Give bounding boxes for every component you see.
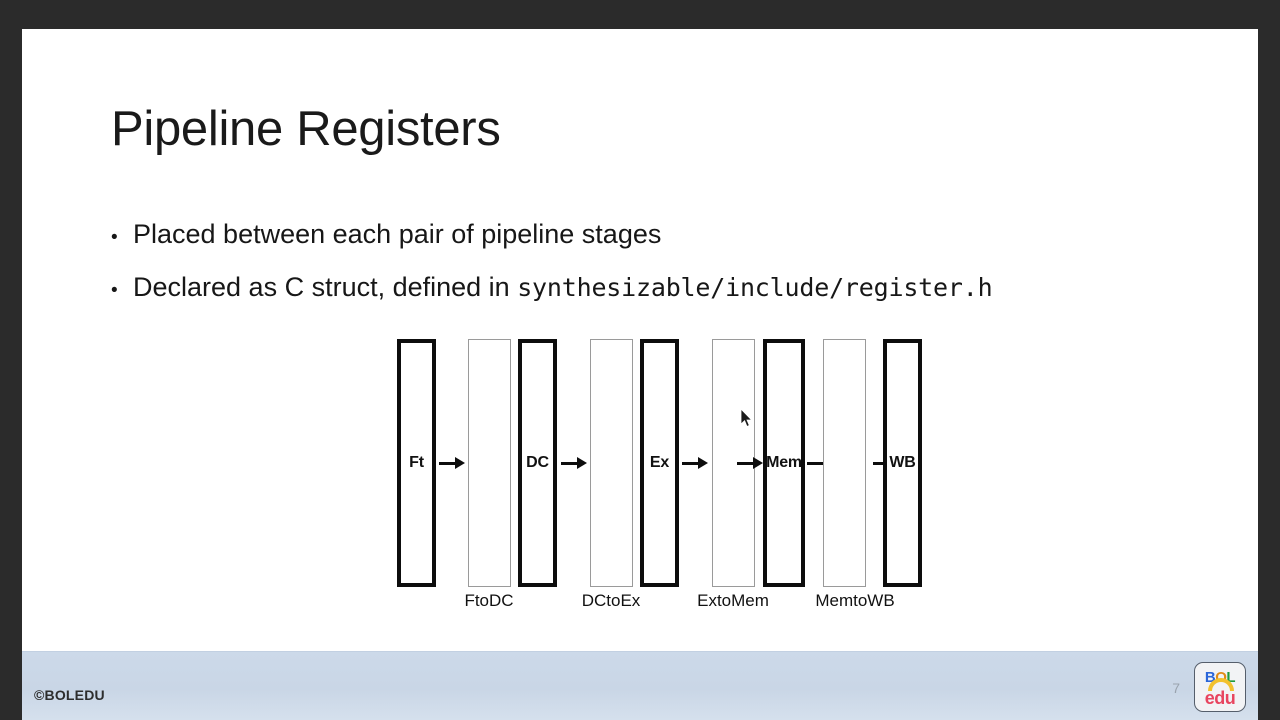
pipeline-boxes-row: Ft DC — [375, 339, 922, 610]
code-path: synthesizable/include/register.h — [517, 273, 993, 303]
arrow-icon — [561, 456, 587, 470]
copyright-text: ©BOLEDU — [34, 687, 105, 703]
stage-box-dc: DC — [518, 339, 557, 587]
logo-letter-b: B — [1204, 669, 1216, 686]
logo-letter-l: L — [1226, 669, 1236, 686]
logo-top-text: BOL — [1195, 667, 1245, 691]
bullet-item-2: • Declared as C struct, defined in synth… — [111, 272, 1211, 303]
stage-label: WB — [889, 454, 916, 471]
register-box-ftodc — [468, 339, 511, 587]
arrow-head — [577, 457, 587, 469]
arrow-shaft — [873, 462, 891, 465]
arrow-head — [698, 457, 708, 469]
slide-canvas: Pipeline Registers • Placed between each… — [22, 29, 1258, 720]
arrow-head — [455, 457, 465, 469]
bullet-item-1: • Placed between each pair of pipeline s… — [111, 219, 1211, 250]
arrow-icon — [737, 456, 763, 470]
logo-arc-icon — [1208, 678, 1234, 691]
stage-label: Mem — [766, 454, 802, 471]
page-number: 7 — [1172, 680, 1180, 696]
bullet-text: Declared as C struct, defined in synthes… — [133, 272, 1211, 303]
arrow-shaft — [737, 462, 755, 465]
register-caption: FtoDC — [464, 591, 514, 610]
page-title: Pipeline Registers — [111, 102, 501, 156]
arrow-shaft — [807, 462, 825, 465]
slide-footer-band: ©BOLEDU 7 BOL edu — [22, 651, 1258, 720]
register-box-memtowb — [823, 339, 866, 587]
arrow-head — [753, 457, 763, 469]
stage-box-ft: Ft — [397, 339, 436, 587]
stage-label: Ex — [649, 454, 670, 471]
bullet-marker-icon: • — [111, 227, 118, 248]
arrow-shaft — [561, 462, 579, 465]
arrow-icon — [439, 456, 465, 470]
pipeline-diagram: Ft DC — [375, 339, 922, 624]
boledu-logo: BOL edu — [1194, 662, 1246, 712]
stage-box-mem: Mem — [763, 339, 805, 587]
stage-label: Ft — [409, 454, 424, 471]
stage-label: DC — [526, 454, 549, 471]
bullet-text: Placed between each pair of pipeline sta… — [133, 219, 662, 249]
logo-bottom-text: edu — [1204, 688, 1236, 708]
bullet-marker-icon: • — [111, 280, 118, 302]
register-caption: MemtoWB — [815, 591, 895, 610]
arrow-icon — [682, 456, 708, 470]
bullet-list: • Placed between each pair of pipeline s… — [111, 219, 1211, 325]
bullet-text-plain: Declared as C struct, defined in — [133, 272, 518, 303]
register-caption: DCtoEx — [581, 591, 641, 610]
register-caption: ExtoMem — [697, 591, 769, 610]
stage-box-ex: Ex — [640, 339, 679, 587]
register-box-dctoex — [590, 339, 633, 587]
stage-box-wb: WB — [883, 339, 922, 587]
arrow-shaft — [682, 462, 700, 465]
arrow-shaft — [439, 462, 457, 465]
